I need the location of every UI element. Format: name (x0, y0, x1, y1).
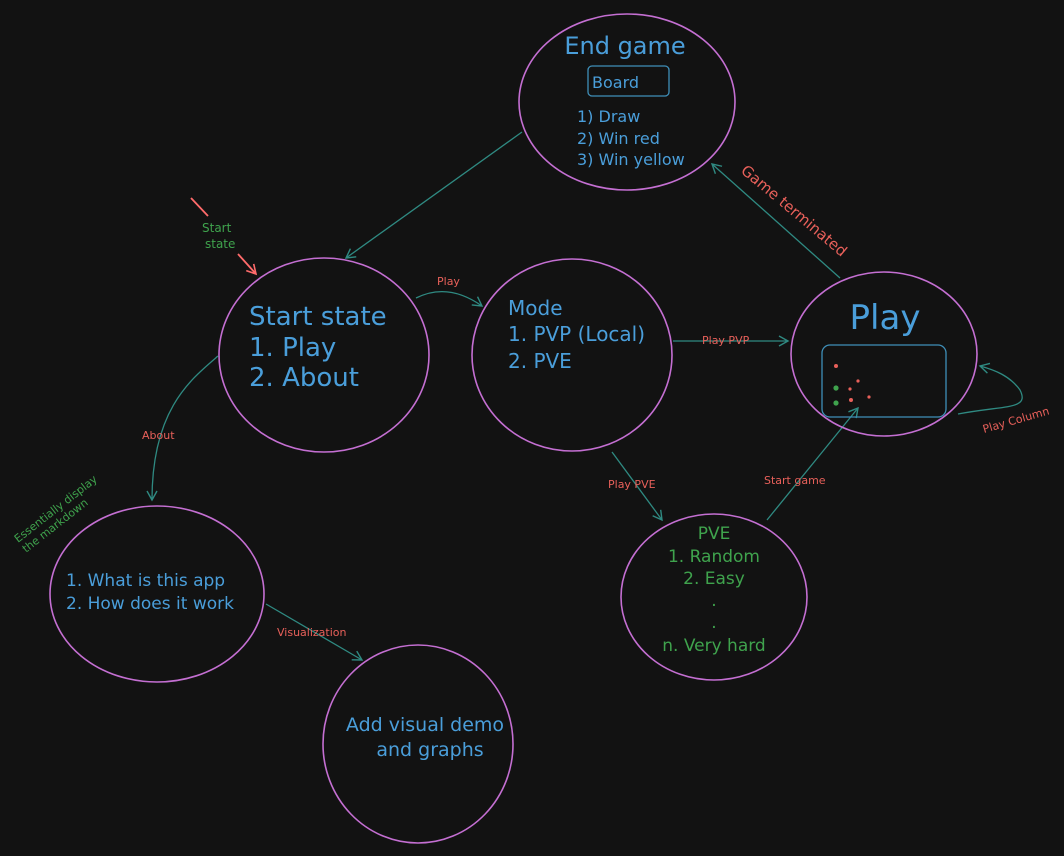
start-state-item: 1. Play (249, 333, 336, 363)
edge-start-to-about (146, 355, 219, 502)
edge-label-play-pve: Play PVE (608, 478, 656, 491)
edge-label-play: Play (437, 275, 460, 288)
game-piece-green (833, 400, 839, 406)
edge-play-self-loop (957, 362, 1023, 415)
start-entry-arrow-head (237, 253, 258, 276)
pve-item: n. Very hard (662, 636, 765, 656)
pve-item: . (711, 613, 716, 633)
pve-title: PVE (698, 524, 731, 544)
visual-demo-line: Add visual demo (346, 714, 504, 736)
mode-item: 1. PVP (Local) (508, 322, 645, 346)
game-piece-red (849, 398, 853, 402)
board-label: Board (592, 73, 639, 92)
edge-pve-to-play (766, 406, 859, 521)
about-item: 1. What is this app (66, 571, 225, 591)
start-state-title: Start state (249, 302, 387, 332)
end-game-title: End game (564, 32, 685, 60)
visual-demo-line: and graphs (376, 739, 483, 761)
edge-play-to-endgame (710, 163, 841, 279)
edge-start-to-mode (415, 291, 484, 307)
about-item: 2. How does it work (66, 594, 234, 614)
mode-title: Mode (508, 296, 563, 320)
game-piece-green (833, 385, 839, 391)
end-game-item: 1) Draw (577, 107, 640, 126)
edge-label-start-game: Start game (764, 474, 826, 487)
edge-endgame-to-start (344, 131, 523, 259)
start-state-entry-label: state (205, 237, 235, 251)
game-piece-red (834, 364, 838, 368)
edge-label-play-pvp: Play PVP (702, 334, 750, 347)
game-piece-red (867, 395, 871, 399)
start-state-entry-label: Start (202, 221, 232, 235)
play-title: Play (850, 298, 921, 338)
pve-node[interactable] (620, 513, 808, 681)
game-board-box (821, 344, 947, 418)
edge-mode-to-pve (611, 451, 663, 522)
end-game-item: 2) Win red (577, 129, 660, 148)
board-box (587, 65, 670, 97)
start-state-item: 2. About (249, 363, 359, 393)
end-game-node[interactable] (518, 13, 736, 191)
about-node[interactable] (49, 505, 265, 683)
edge-label-visualization: Visualization (277, 626, 347, 639)
edge-label-game-terminated: Game terminated (737, 161, 850, 260)
start-entry-arrow (190, 197, 209, 217)
edge-label-about: About (142, 429, 175, 442)
visual-demo-node[interactable] (322, 644, 514, 844)
pve-item: 2. Easy (683, 569, 745, 589)
play-node[interactable] (790, 271, 978, 437)
mode-item: 2. PVE (508, 349, 572, 373)
game-piece-red (848, 387, 852, 391)
end-game-item: 3) Win yellow (577, 150, 685, 169)
edge-about-to-visual (265, 603, 364, 661)
mode-node[interactable] (471, 258, 673, 452)
pve-item: 1. Random (668, 547, 760, 567)
pve-item: . (711, 591, 716, 611)
start-state-node[interactable] (218, 257, 430, 453)
game-piece-red (856, 379, 860, 383)
